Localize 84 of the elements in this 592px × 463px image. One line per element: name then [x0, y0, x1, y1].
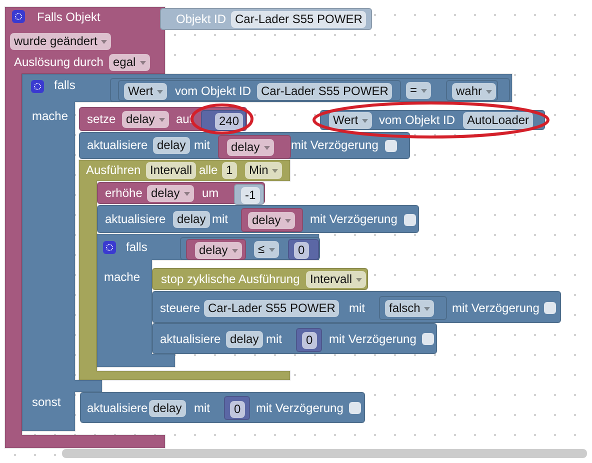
- block-label: Ausführen: [86, 163, 141, 178]
- block-label: falls: [54, 78, 76, 93]
- text-field: 240: [215, 113, 244, 130]
- block-label: Auslösung durch: [14, 55, 104, 70]
- block-label: mit Verzögerung: [329, 332, 416, 347]
- text-field: delay: [149, 400, 186, 417]
- update-block: [97, 205, 419, 233]
- dropdown: Wert: [124, 83, 168, 100]
- dropdown: delay: [248, 212, 295, 229]
- block-label: mit Verzögerung: [291, 138, 378, 153]
- update-block: [80, 392, 365, 423]
- set-variable-block: [79, 107, 247, 131]
- compare-block: [110, 78, 510, 102]
- text-field: delay: [226, 331, 263, 348]
- text-field: Intervall: [146, 162, 196, 179]
- block-label: steuere: [160, 301, 200, 316]
- dropdown: egal: [109, 54, 150, 71]
- dropdown: delay: [147, 185, 194, 202]
- block-label: Falls Objekt: [37, 10, 100, 25]
- block-label: mit Verzögerung: [256, 401, 344, 416]
- number-block: [234, 184, 264, 205]
- dropdown: delay: [195, 242, 242, 259]
- dropdown: =: [406, 82, 432, 99]
- block-label: mit: [266, 332, 282, 347]
- dropdown: Min: [245, 162, 282, 179]
- block-label: mit Verzögerung: [452, 301, 540, 316]
- number-block: [201, 110, 246, 131]
- text-field: 1: [222, 162, 237, 179]
- dropdown: Wert: [329, 112, 372, 129]
- dropdown: delay: [227, 139, 274, 156]
- compare-block: [180, 237, 320, 260]
- dropdown: wahr: [452, 83, 496, 100]
- text-field: 0: [294, 242, 309, 259]
- text-field: 0: [302, 332, 317, 349]
- block-label: sonst: [32, 395, 61, 410]
- block-label: mache: [104, 270, 140, 285]
- update-block: [152, 323, 437, 354]
- block-label: vom Objekt ID: [379, 113, 456, 128]
- block-label: mit Verzögerung: [310, 212, 398, 227]
- block-label: mit: [212, 212, 228, 227]
- text-field: delay: [173, 211, 210, 228]
- block-label: erhöhe: [105, 186, 142, 201]
- variable-block: [186, 239, 246, 260]
- block-label: stop zyklische Ausführung: [161, 272, 300, 287]
- block-label: mit: [194, 401, 210, 416]
- block-label: vom Objekt ID: [175, 84, 252, 99]
- block-label: mit: [349, 301, 365, 316]
- stop-interval-block: [152, 268, 368, 290]
- value-block: [118, 80, 401, 101]
- control-block: [152, 291, 561, 323]
- block-label: um: [202, 186, 219, 201]
- number-block: [288, 239, 319, 260]
- boolean-block: [379, 296, 447, 320]
- text-field: delay: [153, 137, 190, 154]
- text-field: 0: [230, 401, 245, 418]
- block-label: aktualisiere: [160, 332, 221, 347]
- text-field: Car-Lader S55 POWER: [231, 11, 366, 28]
- boolean-block: [446, 80, 498, 101]
- block-label: setze: [87, 112, 116, 127]
- block-label: alle: [199, 163, 218, 178]
- update-block: [79, 132, 410, 159]
- dropdown: Intervall: [306, 271, 366, 288]
- increment-block: [97, 182, 265, 204]
- text-field: AutoLoader: [463, 112, 534, 129]
- object-id-block: [160, 8, 372, 30]
- text-field: Car-Lader S55 POWER: [204, 300, 340, 317]
- number-block: [296, 328, 322, 352]
- variable-block: [241, 208, 303, 232]
- text-field: Car-Lader S55 POWER: [257, 83, 392, 100]
- block-label: aktualisiere: [105, 212, 166, 227]
- text-field: -1: [241, 187, 260, 204]
- block-label: falls: [126, 240, 148, 255]
- block-label: Objekt ID: [176, 12, 226, 27]
- block-label: mit: [194, 138, 210, 153]
- dropdown: delay: [122, 111, 169, 128]
- dropdown: ≤: [254, 241, 279, 258]
- variable-block: [218, 135, 291, 159]
- dropdown: falsch: [385, 300, 434, 317]
- number-block: [224, 396, 250, 420]
- block-label: mache: [32, 109, 68, 124]
- block-label: aktualisiere: [87, 138, 148, 153]
- value-block: [320, 110, 545, 130]
- dropdown: wurde geändert: [10, 33, 112, 50]
- block-label: aktualisiere: [87, 401, 148, 416]
